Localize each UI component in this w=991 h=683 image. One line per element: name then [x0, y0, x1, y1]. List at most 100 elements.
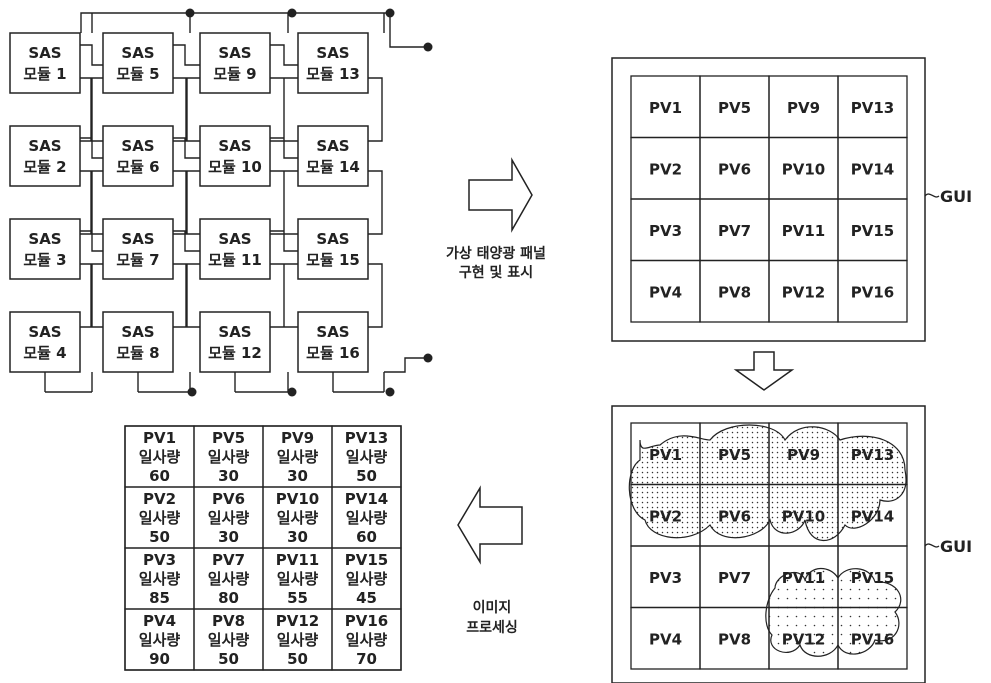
- pv-panel-grid-2: PV1PV2PV3PV4PV5PV6PV7PV8PV9PV10PV11PV12P…: [630, 422, 908, 670]
- pv-cell-label: PV13: [851, 99, 894, 117]
- irradiance-table: PV1일사량60PV2일사량50PV3일사량85PV4일사량90PV5일사량30…: [124, 425, 402, 671]
- right-arrow-icon: [468, 157, 533, 233]
- sas-module-label: SAS: [218, 230, 251, 248]
- irradiance-value: 50: [149, 528, 170, 546]
- irradiance-panel-name: PV15: [345, 551, 388, 569]
- sas-module-box: [102, 218, 174, 280]
- sas-module-label: 모듈 13: [306, 65, 360, 83]
- junction-dot: [385, 8, 395, 18]
- irradiance-cell-border: [331, 608, 402, 671]
- gui-label-2: GUI: [940, 537, 972, 556]
- sas-module-box: [297, 218, 369, 280]
- irradiance-label: 일사량: [346, 631, 388, 649]
- irradiance-panel-name: PV14: [345, 490, 388, 508]
- pv-cell-label: PV1: [649, 446, 682, 464]
- cloud-shadow-large: [628, 424, 907, 541]
- sas-module-label: 모듈 16: [306, 344, 360, 362]
- sas-module-label: 모듈 7: [116, 251, 159, 269]
- pv-cell-label: PV2: [649, 160, 682, 178]
- irradiance-panel-name: PV12: [276, 612, 319, 630]
- sas-module-box: [9, 311, 81, 373]
- sas-module-box: [9, 218, 81, 280]
- irradiance-panel-name: PV6: [212, 490, 245, 508]
- irradiance-label: 일사량: [139, 570, 181, 588]
- pv-cell: PV16: [837, 259, 908, 323]
- pv-cell-label: PV7: [718, 569, 751, 587]
- sas-module-label: SAS: [316, 44, 349, 62]
- irradiance-label: 일사량: [346, 509, 388, 527]
- pv-cell-label: PV6: [718, 507, 751, 525]
- pv-panel-grid: PV1PV2PV3PV4PV5PV6PV7PV8PV9PV10PV11PV12P…: [630, 75, 908, 323]
- irradiance-value: 30: [218, 467, 239, 485]
- cloud-shadow-small: [765, 567, 902, 657]
- irradiance-panel-name: PV2: [143, 490, 176, 508]
- step2-caption-line2: 프로세싱: [466, 620, 518, 636]
- pv-cell-label: PV15: [851, 569, 894, 587]
- irradiance-value: 90: [149, 650, 170, 668]
- irradiance-panel-name: PV13: [345, 429, 388, 447]
- left-arrow-icon: [457, 485, 523, 565]
- irradiance-panel-name: PV7: [212, 551, 245, 569]
- irradiance-value: 50: [218, 650, 239, 668]
- pv-cell-label: PV16: [851, 283, 894, 301]
- step1-caption-line2: 구현 및 표시: [459, 264, 533, 281]
- sas-module-box: [199, 125, 271, 187]
- pv-cell-label: PV14: [851, 507, 894, 525]
- pv-cell-label: PV4: [649, 283, 682, 301]
- pv-cell-label: PV9: [787, 99, 820, 117]
- irradiance-value: 30: [287, 467, 308, 485]
- sas-module: SAS 모듈 3: [9, 218, 81, 280]
- sas-module-label: 모듈 2: [23, 158, 66, 176]
- sas-module-label: 모듈 10: [208, 158, 262, 176]
- junction-dot: [185, 8, 195, 18]
- irradiance-value: 30: [287, 528, 308, 546]
- step1-caption-line1: 가상 태양광 패널: [446, 245, 546, 262]
- irradiance-label: 일사량: [277, 448, 319, 466]
- down-arrow-icon: [733, 351, 795, 391]
- sas-module-box: [9, 32, 81, 94]
- irradiance-value: 50: [356, 467, 377, 485]
- irradiance-value: 60: [149, 467, 170, 485]
- irradiance-panel-name: PV1: [143, 429, 176, 447]
- junction-dot: [423, 353, 433, 363]
- sas-module-box: [199, 32, 271, 94]
- sas-module-label: 모듈 4: [23, 344, 66, 362]
- sas-module-label: SAS: [316, 323, 349, 341]
- sas-module-box: [199, 311, 271, 373]
- irradiance-panel-name: PV4: [143, 612, 176, 630]
- sas-module-label: SAS: [28, 44, 61, 62]
- pv-cell-label: PV15: [851, 222, 894, 240]
- irradiance-label: 일사량: [139, 509, 181, 527]
- junction-dot: [385, 387, 395, 397]
- irradiance-panel-name: PV5: [212, 429, 245, 447]
- pv-cell-label: PV3: [649, 222, 682, 240]
- sas-module-label: SAS: [218, 137, 251, 155]
- irradiance-panel-name: PV8: [212, 612, 245, 630]
- irradiance-panel-name: PV16: [345, 612, 388, 630]
- gui-label: GUI: [940, 187, 972, 206]
- sas-module-label: 모듈 3: [23, 251, 66, 269]
- pv-cell-label: PV5: [718, 446, 751, 464]
- sas-wiring: [44, 12, 428, 393]
- sas-module-label: SAS: [28, 230, 61, 248]
- pv-cell-label: PV4: [649, 630, 682, 648]
- pv-cell-label: PV12: [782, 283, 825, 301]
- irradiance-label: 일사량: [277, 631, 319, 649]
- junction-dot: [187, 387, 197, 397]
- pv-cell-label: PV13: [851, 446, 894, 464]
- sas-module-label: 모듈 8: [116, 344, 159, 362]
- irradiance-label: 일사량: [346, 570, 388, 588]
- pv-cell-label: PV16: [851, 630, 894, 648]
- irradiance-label: 일사량: [208, 509, 250, 527]
